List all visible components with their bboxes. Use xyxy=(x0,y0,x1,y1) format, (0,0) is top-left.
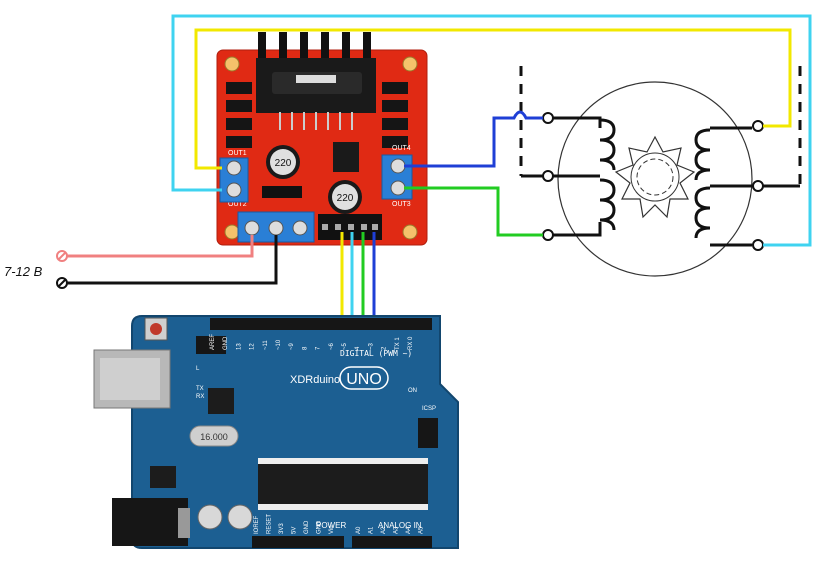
pin-label: GND xyxy=(304,520,310,534)
coil-b xyxy=(694,128,711,239)
pin-label: 3V3 xyxy=(279,523,285,534)
crystal-label: 16.000 xyxy=(200,432,228,442)
tx-label: TX xyxy=(196,386,204,392)
wire-green xyxy=(404,186,543,237)
pin-label: TX 1 xyxy=(395,337,401,350)
pin-label: ~10 xyxy=(276,339,282,350)
mount-hole xyxy=(402,56,418,72)
out2-label: OUT2 xyxy=(228,201,247,208)
motor-leads xyxy=(521,116,800,247)
out1-label: OUT1 xyxy=(228,150,247,157)
power-header xyxy=(252,536,344,548)
icsp-small-header xyxy=(196,336,226,354)
pin-label: A5 xyxy=(419,526,425,534)
pin-label: RX 0 xyxy=(408,336,414,350)
l298n-driver-board: 220 220 OUT1 OUT2 OUT3 OUT4 xyxy=(216,32,428,246)
dc-jack xyxy=(112,498,188,546)
out4-label: OUT4 xyxy=(392,145,411,152)
terminal-out1-out2 xyxy=(219,157,249,203)
pin-label: GND xyxy=(223,336,229,350)
analog-header xyxy=(352,536,432,548)
mount-hole xyxy=(224,56,240,72)
pin-label: A3 xyxy=(394,526,400,534)
capacitor-left: 220 xyxy=(266,145,300,179)
power-section-label: POWER xyxy=(316,521,346,530)
wires xyxy=(66,14,812,320)
icsp-header xyxy=(418,418,438,448)
input-header xyxy=(318,214,382,240)
pin-label: AREF xyxy=(210,334,216,350)
pin-label: ~6 xyxy=(329,342,335,350)
pin-label: A2 xyxy=(381,526,387,534)
motor-dashed-leads xyxy=(519,66,802,186)
mount-hole xyxy=(402,224,418,240)
analog-section-label: ANALOG IN xyxy=(378,521,422,530)
arduino-uno-board: 16.000 XDRduino UNO DIGITAL (PWM ~) POWE… xyxy=(93,315,459,549)
wire-yellow xyxy=(194,28,792,170)
pin-label: ~11 xyxy=(263,340,269,350)
brand-label: XDRduino xyxy=(290,374,340,386)
wire-power-ground xyxy=(66,235,278,285)
capacitor-right: 220 xyxy=(328,180,362,214)
analog-pin-labels: A0 A1 A2 A3 A4 A5 xyxy=(356,526,425,534)
wire-cyan xyxy=(171,14,812,247)
digital-section-label: DIGITAL (PWM ~) xyxy=(340,349,412,358)
pin-label: GND xyxy=(317,520,323,534)
pin-label: ~9 xyxy=(289,342,295,350)
wire-power-positive xyxy=(66,235,254,258)
pin-label: IOREF xyxy=(254,515,260,534)
digital-header xyxy=(210,318,432,330)
pin-label: Vin xyxy=(329,525,335,534)
usb-chip xyxy=(208,388,234,414)
atmega-chip xyxy=(258,464,428,504)
board-capacitor xyxy=(197,504,223,530)
stepper-motor xyxy=(519,66,802,277)
mount-hole xyxy=(224,224,240,240)
cap-right-value: 220 xyxy=(337,193,354,204)
power-voltage-label: 7-12 B xyxy=(4,264,43,279)
regulator-chip xyxy=(150,466,176,488)
jumper-5v xyxy=(262,186,302,198)
l-label: L xyxy=(196,366,200,372)
pin-label: A1 xyxy=(369,526,375,534)
pin-label: A0 xyxy=(356,526,362,534)
pin-label: 13 xyxy=(236,343,242,350)
power-input: 7-12 B xyxy=(4,250,68,289)
pin-label: 7 xyxy=(316,346,322,350)
coil-a xyxy=(599,118,616,231)
pin-label: ~3 xyxy=(368,342,374,350)
power-pin-labels: IOREF RESET 3V3 5V GND GND Vin xyxy=(254,514,335,534)
pin-label: 12 xyxy=(250,343,256,350)
pin-label: 8 xyxy=(302,346,308,350)
terminal-out3-out4 xyxy=(381,154,413,200)
pin-label: A4 xyxy=(406,526,412,534)
pin-label: 4 xyxy=(355,346,361,350)
pin-label: 2 xyxy=(382,346,388,350)
rx-label: RX xyxy=(196,394,204,400)
pin-label: RESET xyxy=(267,514,273,534)
pin-label: ~5 xyxy=(342,342,348,350)
crystal xyxy=(189,425,239,447)
board-capacitor xyxy=(227,504,253,530)
heatsink xyxy=(256,32,376,130)
model-label: UNO xyxy=(346,371,382,388)
on-label: ON xyxy=(408,388,417,394)
icsp-label: ICSP xyxy=(422,406,436,412)
pin-label: 5V xyxy=(292,527,298,534)
digital-pin-labels: AREF GND 13 12 ~11 ~10 ~9 8 7 ~6 ~5 4 ~3 2 TX 1 RX 0 xyxy=(210,334,414,350)
out3-label: OUT3 xyxy=(392,201,411,208)
wire-blue xyxy=(404,110,543,168)
cap-left-value: 220 xyxy=(275,158,292,169)
diodes xyxy=(226,82,408,148)
regulator xyxy=(333,142,359,172)
